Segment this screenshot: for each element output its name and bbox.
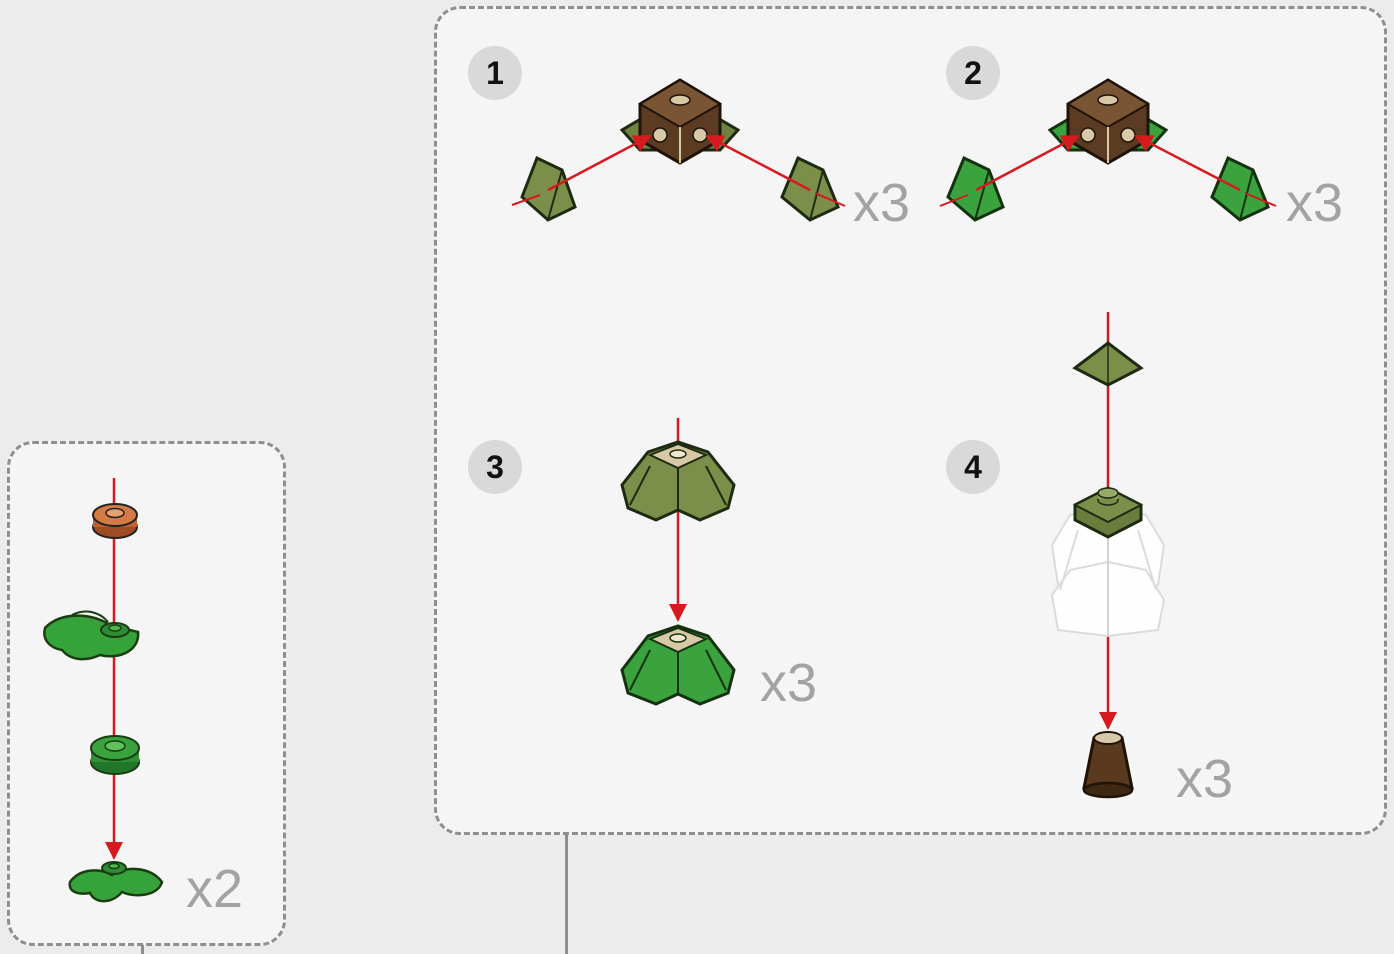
flower-base-piece (70, 862, 162, 901)
orange-round-plate (93, 504, 137, 538)
step-2-quantity: x3 (1286, 176, 1343, 230)
step-1-quantity: x3 (853, 176, 910, 230)
step-3-artwork (622, 418, 734, 704)
sub-assembly-quantity: x2 (186, 862, 243, 916)
sub-assembly-artwork (44, 478, 162, 901)
step-1-artwork (512, 80, 845, 220)
step-2-badge: 2 (946, 46, 1000, 100)
leaf-piece (44, 611, 138, 659)
step-1-badge: 1 (468, 46, 522, 100)
step-4-artwork (1052, 312, 1164, 797)
step-4-quantity: x3 (1176, 752, 1233, 806)
green-round-plate (91, 736, 139, 774)
step-4-badge: 4 (946, 440, 1000, 494)
step-3-quantity: x3 (760, 656, 817, 710)
step-2-artwork (940, 80, 1276, 220)
step-3-badge: 3 (468, 440, 522, 494)
